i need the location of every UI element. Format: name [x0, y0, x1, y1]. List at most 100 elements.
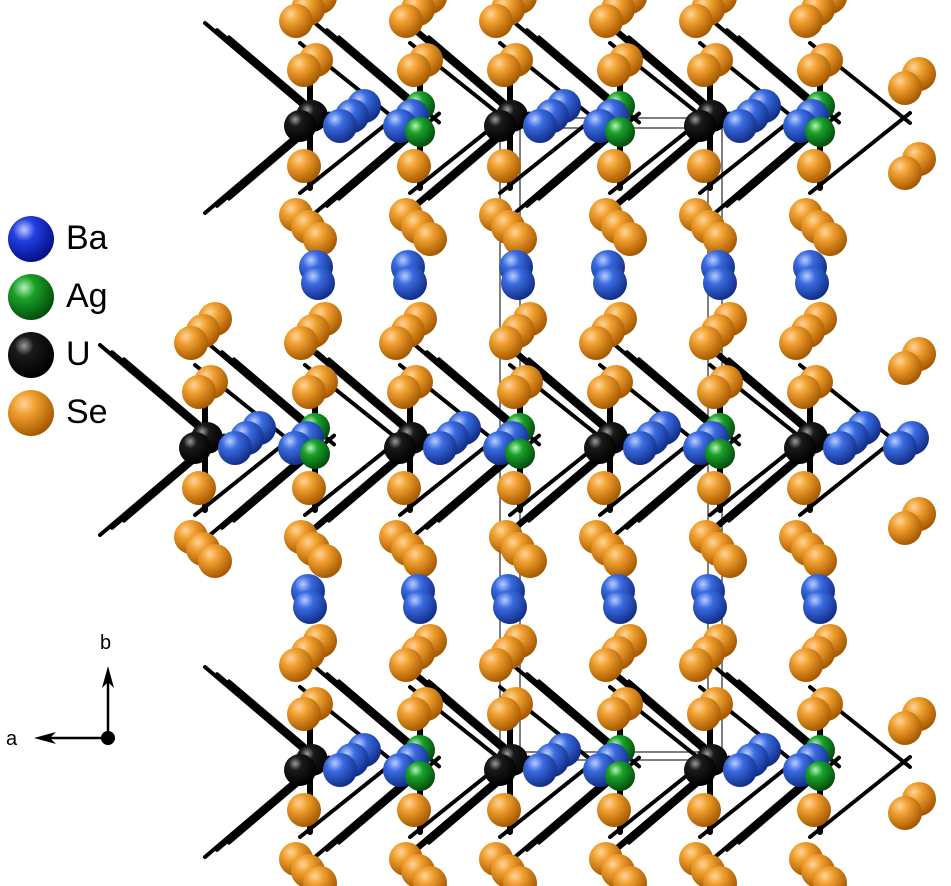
- atom-se: [497, 375, 531, 409]
- atom-u: [484, 110, 516, 142]
- atom-se: [697, 471, 731, 505]
- atom-se: [579, 326, 613, 360]
- bond: [313, 665, 417, 754]
- bond: [303, 448, 407, 537]
- atom-se: [287, 793, 321, 827]
- atom-ba: [323, 109, 357, 143]
- atom-se: [292, 471, 326, 505]
- atom-se: [279, 648, 313, 682]
- bond: [110, 350, 214, 440]
- atom-se: [387, 471, 421, 505]
- atom-se: [797, 149, 831, 183]
- legend-item-se: Se: [2, 382, 142, 440]
- bond: [215, 672, 319, 762]
- atom-se: [487, 793, 521, 827]
- legend-item-u: U: [2, 324, 142, 382]
- legend-item-ba: Ba: [2, 208, 142, 266]
- atom-ba: [883, 431, 917, 465]
- b-axis-arrowhead: [102, 666, 114, 688]
- atom-se: [789, 648, 823, 682]
- atom-se: [308, 544, 342, 578]
- atom-ag: [605, 761, 635, 791]
- legend-label: Ag: [66, 277, 108, 315]
- atom-se: [713, 544, 747, 578]
- legend-label: U: [66, 335, 91, 373]
- u-swatch-icon: [8, 332, 54, 378]
- atom-se: [287, 53, 321, 87]
- atom-se: [888, 351, 922, 385]
- atom-ba: [393, 266, 427, 300]
- atom-u: [684, 110, 716, 142]
- bond: [415, 672, 519, 762]
- atom-ba: [723, 109, 757, 143]
- bond: [603, 21, 707, 110]
- atom-ba: [218, 431, 252, 465]
- atom-ag: [405, 117, 435, 147]
- atom-se: [397, 149, 431, 183]
- atom-u: [784, 432, 816, 464]
- atom-ba: [803, 590, 837, 624]
- atom-se: [389, 648, 423, 682]
- bond: [513, 665, 617, 754]
- bond: [303, 343, 407, 432]
- atom-se: [679, 4, 713, 38]
- atom-se: [479, 648, 513, 682]
- atom-se: [888, 796, 922, 830]
- bond: [315, 350, 419, 440]
- atom-se: [888, 511, 922, 545]
- atom-ba: [795, 266, 829, 300]
- legend-label: Ba: [66, 219, 108, 257]
- atom-se: [687, 53, 721, 87]
- bond: [703, 448, 807, 537]
- atom-ag: [405, 761, 435, 791]
- bond: [715, 350, 819, 440]
- bond: [503, 448, 607, 537]
- c-axis-dot: [101, 731, 115, 745]
- atom-se: [174, 326, 208, 360]
- atom-se: [813, 866, 847, 886]
- legend-item-ag: Ag: [2, 266, 142, 324]
- atom-se: [389, 4, 423, 38]
- bond: [713, 665, 817, 754]
- bond: [403, 21, 507, 110]
- b-axis-label: b: [100, 632, 112, 654]
- bond: [613, 343, 717, 432]
- atom-se: [813, 222, 847, 256]
- bond: [615, 28, 719, 118]
- bond: [615, 672, 719, 762]
- atom-se: [397, 53, 431, 87]
- atom-ba: [323, 753, 357, 787]
- atom-se: [503, 866, 537, 886]
- atom-se: [198, 544, 232, 578]
- atom-se: [397, 697, 431, 731]
- atom-se: [597, 53, 631, 87]
- atom-se: [587, 375, 621, 409]
- bond: [513, 21, 617, 110]
- atom-se: [703, 222, 737, 256]
- atom-u: [484, 754, 516, 786]
- atom-u: [584, 432, 616, 464]
- atom-ba: [823, 431, 857, 465]
- atom-se: [803, 544, 837, 578]
- atom-ba: [523, 753, 557, 787]
- atom-se: [303, 222, 337, 256]
- se-swatch-icon: [8, 390, 54, 436]
- atom-se: [489, 326, 523, 360]
- atom-se: [797, 697, 831, 731]
- atom-se: [497, 471, 531, 505]
- atom-se: [303, 866, 337, 886]
- atom-se: [287, 697, 321, 731]
- atom-se: [182, 375, 216, 409]
- atom-ba: [403, 590, 437, 624]
- atom-se: [182, 471, 216, 505]
- atom-se: [787, 471, 821, 505]
- atom-se: [589, 4, 623, 38]
- bond: [403, 770, 507, 859]
- bond: [415, 28, 519, 118]
- bond: [808, 111, 912, 195]
- atom-se: [284, 326, 318, 360]
- bond: [515, 350, 619, 440]
- atom-se: [292, 375, 326, 409]
- atom-u: [179, 432, 211, 464]
